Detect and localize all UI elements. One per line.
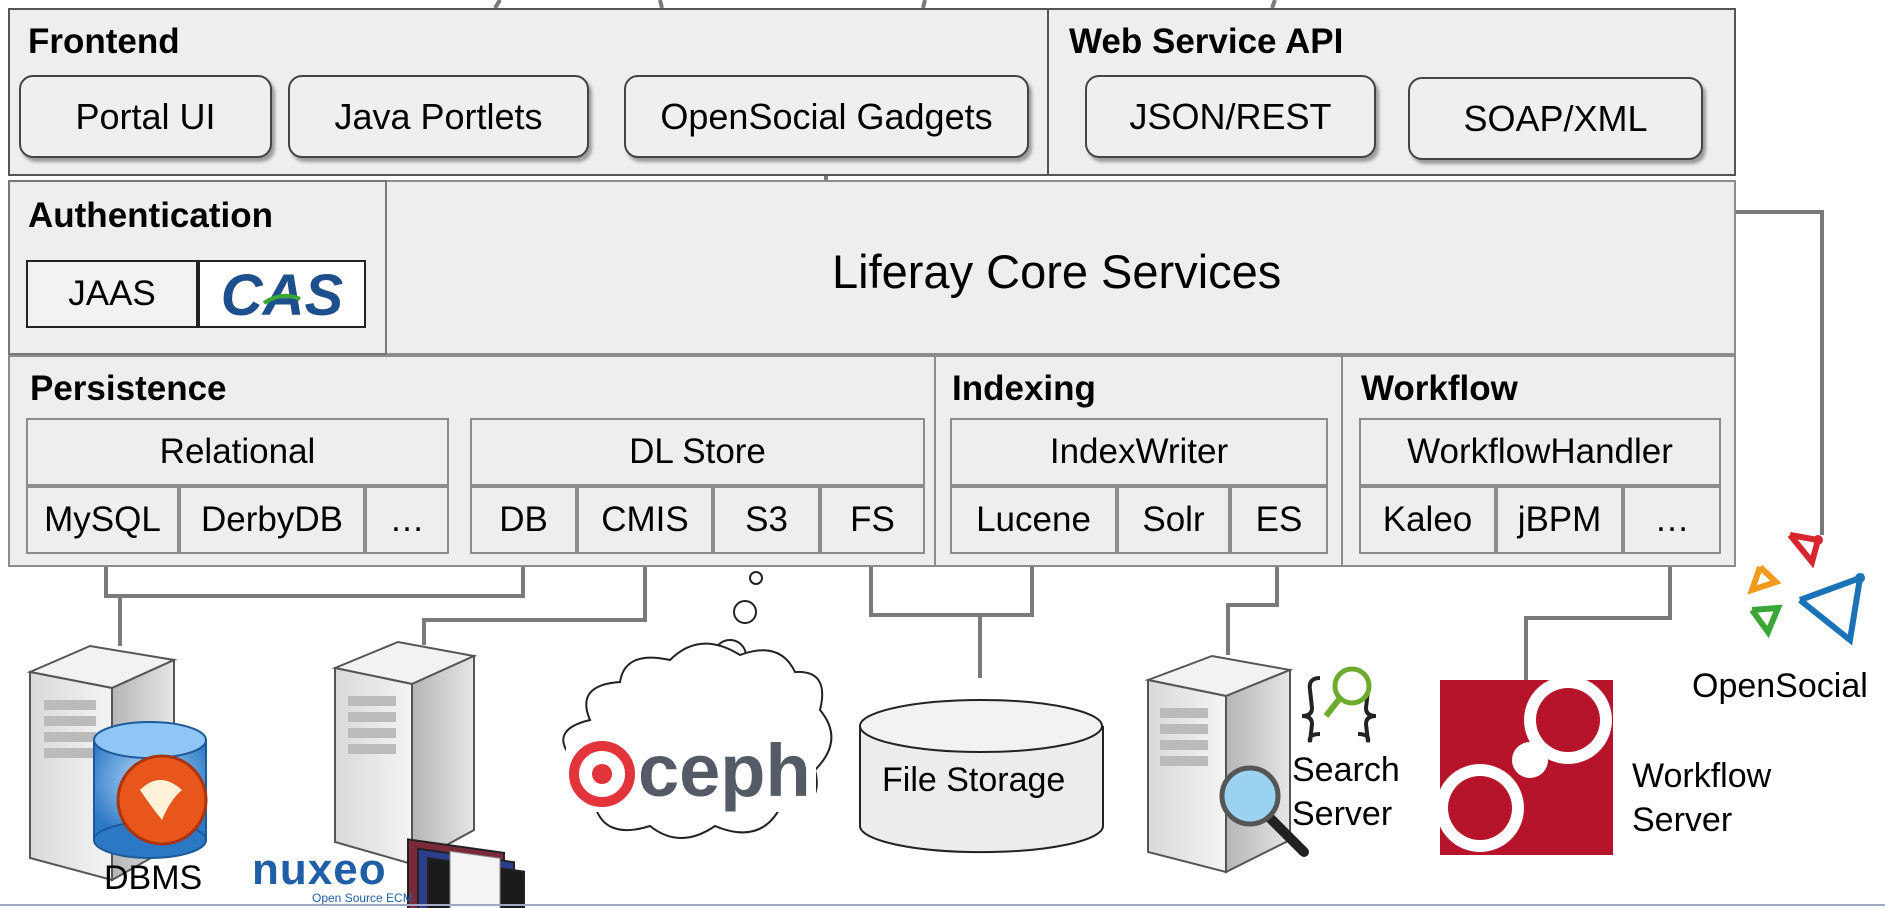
file-storage-icon <box>859 699 1104 854</box>
frontend-title: Frontend <box>28 22 180 61</box>
opensocial-logo-icon <box>1747 532 1865 646</box>
kaleo-box: Kaleo <box>1359 486 1496 554</box>
authentication-title: Authentication <box>28 196 273 235</box>
nuxeo-server-icon <box>331 640 478 866</box>
derbydb-box: DerbyDB <box>179 486 365 554</box>
relational-box: Relational <box>26 418 449 486</box>
indexwriter-box: IndexWriter <box>950 418 1328 486</box>
portal-ui-box: Portal UI <box>19 75 272 158</box>
opensocial-label: OpenSocial <box>1692 667 1868 705</box>
jaas-box: JAAS <box>26 260 198 328</box>
relational-more-box: … <box>365 486 449 554</box>
cas-logo: CAS <box>198 260 366 328</box>
workflow-server-label: Workflow Server <box>1632 757 1772 839</box>
search-server-label: Search Server <box>1292 751 1400 833</box>
magnifier-icon <box>1219 765 1309 857</box>
nuxeo-logo: nuxeo Open Source ECM <box>252 848 422 906</box>
lucene-box: Lucene <box>950 486 1117 554</box>
web-service-api-title: Web Service API <box>1069 22 1344 61</box>
nuxeo-logo-text: nuxeo <box>252 845 387 894</box>
dl-db-box: DB <box>470 486 577 554</box>
es-box: ES <box>1230 486 1328 554</box>
workflow-more-box: … <box>1623 486 1721 554</box>
opensocial-gadgets-box: OpenSocial Gadgets <box>624 75 1029 158</box>
cas-logo-icon: CAS <box>221 263 344 325</box>
dl-store-box: DL Store <box>470 418 925 486</box>
nuxeo-tagline: Open Source ECM <box>312 891 413 905</box>
search-server-icon <box>1144 654 1294 874</box>
workflow-title: Workflow <box>1361 369 1518 408</box>
search-code-icon <box>1301 666 1377 743</box>
dl-s3-box: S3 <box>713 486 820 554</box>
dl-cmis-box: CMIS <box>577 486 713 554</box>
solr-box: Solr <box>1117 486 1230 554</box>
ceph-logo: ceph <box>566 729 816 812</box>
ceph-logo-text: ceph <box>638 736 811 812</box>
indexing-title: Indexing <box>952 369 1096 408</box>
jbpm-box: jBPM <box>1496 486 1623 554</box>
file-storage-label: File Storage <box>882 761 1066 799</box>
dbms-label: DBMS <box>104 859 203 897</box>
database-icon <box>93 721 208 859</box>
soap-xml-box: SOAP/XML <box>1408 77 1703 160</box>
documents-icon <box>407 838 525 908</box>
persistence-title: Persistence <box>30 369 227 408</box>
dl-fs-box: FS <box>820 486 925 554</box>
core-services-label: Liferay Core Services <box>832 245 1282 298</box>
workflowhandler-box: WorkflowHandler <box>1359 418 1721 486</box>
ceph-logo-icon: ceph <box>569 729 811 812</box>
json-rest-box: JSON/REST <box>1085 75 1376 158</box>
mysql-box: MySQL <box>26 486 179 554</box>
workflow-gears-icon <box>1436 676 1613 855</box>
java-portlets-box: Java Portlets <box>288 75 589 158</box>
